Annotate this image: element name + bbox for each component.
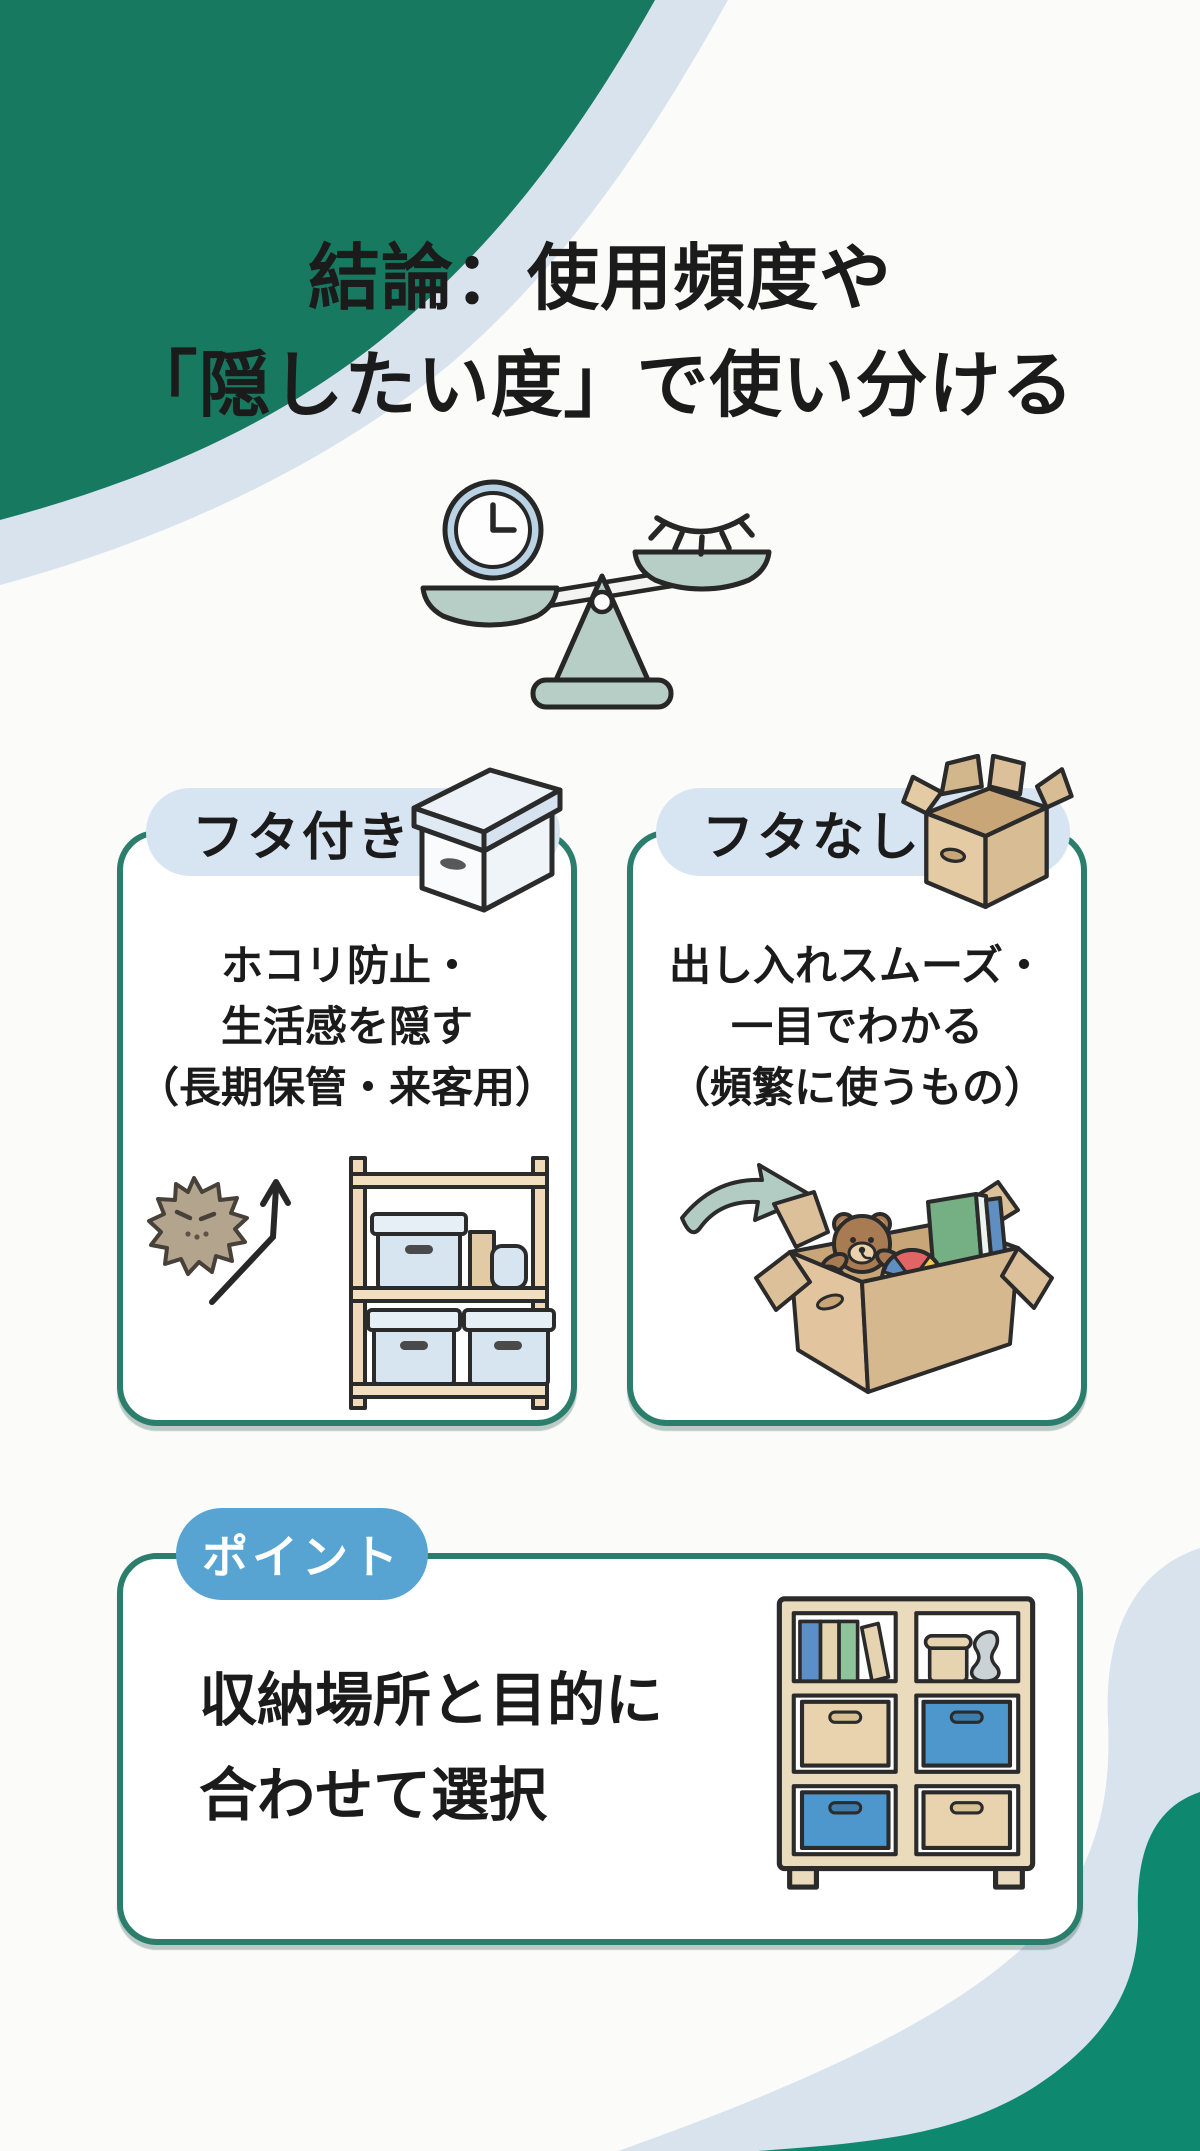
point-badge: ポイント [176, 1508, 428, 1600]
with-lid-line-3: （長期保管・来客用） [136, 1063, 557, 1111]
dust-blocked-shelf-illustration [147, 1156, 556, 1410]
title-line-1: 結論：使用頻度や [307, 239, 892, 319]
card-without-lid: 出し入れスムーズ・ 一目でわかる （頻繁に使うもの） [627, 830, 1087, 1426]
point-line-1: 収納場所と目的に [199, 1668, 664, 1733]
teddy-bear-icon [819, 1212, 905, 1277]
without-lid-line-2: 一目でわかる [730, 1002, 983, 1050]
shelf-with-lidded-boxes-icon [349, 1156, 556, 1410]
bottom-right-wave-lightblue [618, 1548, 1200, 2151]
arrow-into-toy-box-illustration [680, 1163, 1054, 1394]
cube-shelf-icon [776, 1596, 1036, 1890]
toy-box-icon [754, 1180, 1054, 1394]
lidded-box-icon [411, 767, 563, 913]
point-line-2: 合わせて選択 [199, 1763, 548, 1829]
with-lid-line-1: ホコリ防止・ [220, 942, 473, 989]
point-badge-label: ポイント [202, 1531, 402, 1583]
page-title: 結論：使用頻度や 「隠したい度」で使い分ける [0, 226, 1200, 439]
with-lid-benefits: ホコリ防止・ 生活感を隠す （長期保管・来客用） [123, 936, 571, 1119]
top-left-wave-green [0, 0, 655, 520]
without-lid-benefits: 出し入れスムーズ・ 一目でわかる （頻繁に使うもの） [633, 936, 1081, 1119]
balance-scale-icon [385, 478, 815, 726]
with-lid-line-2: 生活感を隠す [220, 1002, 473, 1050]
curved-arrow-icon [680, 1163, 814, 1235]
point-card: 収納場所と目的に 合わせて選択 [117, 1553, 1083, 1945]
without-lid-line-3: （頻繁に使うもの） [667, 1063, 1046, 1111]
deflect-arrow-icon [209, 1179, 291, 1305]
open-box-icon [901, 754, 1074, 910]
clock-icon [442, 479, 544, 581]
bottom-right-wave-green [758, 1792, 1200, 2151]
title-line-2: 「隠したい度」で使い分ける [125, 345, 1075, 426]
with-lid-label: フタ付き [192, 808, 413, 867]
without-lid-line-1: 出し入れスムーズ・ [669, 942, 1045, 989]
point-text: 収納場所と目的に 合わせて選択 [199, 1653, 663, 1843]
dust-particle-icon [147, 1176, 249, 1276]
without-lid-label: フタなし [702, 808, 923, 867]
closed-eye-icon [648, 513, 755, 557]
